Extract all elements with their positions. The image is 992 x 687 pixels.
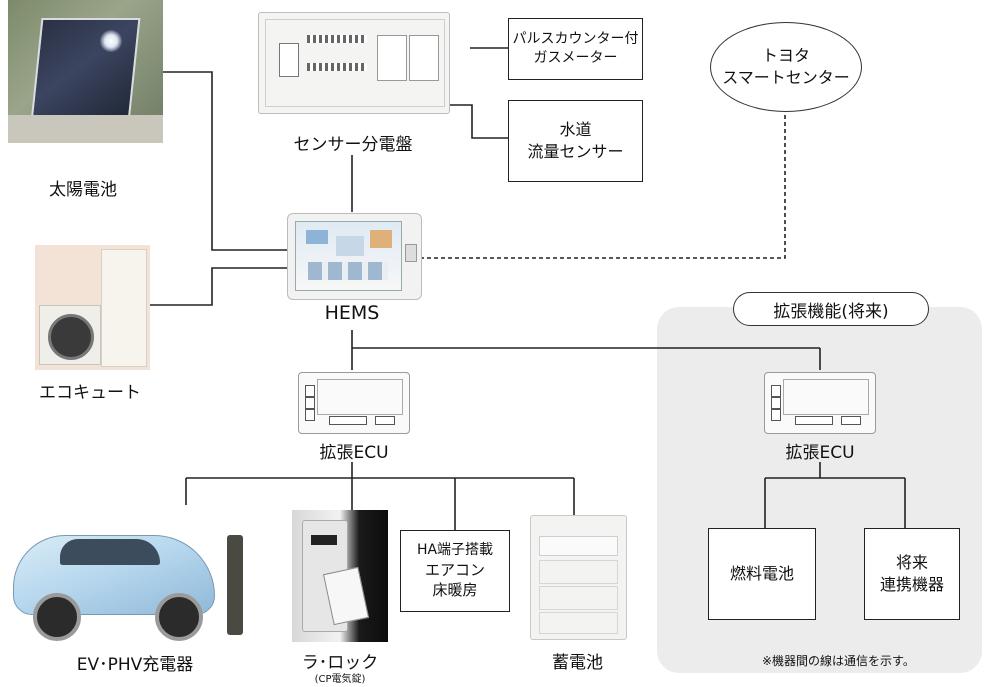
lock-image [292,510,388,642]
ecu-right-label: 拡張ECU [785,443,855,463]
ecu-left-image [298,372,410,434]
line-hems-smart-center [420,112,786,259]
fuel-cell-label: 燃料電池 [729,564,794,584]
smart-center-line2: スマートセンター [722,68,850,87]
lock-sub-label: (CP電気錠) [314,674,366,685]
line-panel-water [450,104,508,139]
ha-line3: 床暖房 [432,581,478,600]
solar-label: 太陽電池 [49,180,117,200]
gas-meter-box: パルスカウンター付 ガスメーター [508,18,643,80]
ecocute-label: エコキュート [39,383,141,403]
line-ecocute-hems [150,267,287,306]
footnote: ※機器間の線は通信を示す。 [762,654,915,668]
gas-meter-line1: パルスカウンター付 [512,31,639,48]
ev-car-image [5,505,250,641]
ecu-right-image [764,372,876,434]
line-solar-hems [162,71,287,251]
smart-center-ellipse: トヨタ スマートセンター [710,22,862,112]
battery-image [530,515,627,640]
hems-device-image [287,213,422,300]
future-line1: 将来 [895,553,928,573]
water-sensor-line1: 水道 [559,120,592,140]
lock-label: ラ･ロック [301,653,379,673]
hems-label: HEMS [324,302,380,324]
future-line2: 連携機器 [879,575,944,594]
sensor-panel-label: センサー分電盤 [293,135,413,155]
extension-title: 拡張機能(将来) [733,292,929,326]
sensor-panel-image [258,12,450,114]
gas-meter-line2: ガスメーター [533,50,618,66]
smart-center-line1: トヨタ [761,45,810,65]
water-sensor-box: 水道 流量センサー [508,100,643,182]
ha-box: HA端子搭載 エアコン 床暖房 [400,530,510,612]
battery-label: 蓄電池 [552,653,603,673]
ecocute-image [35,245,150,370]
ecu-left-label: 拡張ECU [319,443,389,463]
water-sensor-line2: 流量センサー [527,142,624,161]
ha-line1: HA端子搭載 [416,542,494,559]
fuel-cell-box: 燃料電池 [708,528,816,620]
ev-charger-label: EV･PHV充電器 [76,655,194,675]
ha-line2: エアコン [424,561,485,580]
solar-panel-image [8,0,163,143]
future-devices-box: 将来 連携機器 [864,528,960,620]
